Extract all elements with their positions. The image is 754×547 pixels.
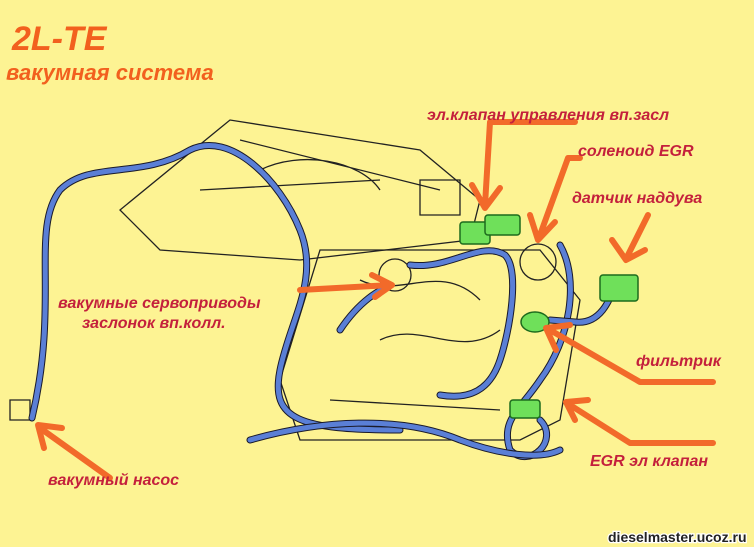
engine-outline [9,119,581,441]
diagram-title: 2L-TE [11,20,108,58]
diagram-subtitle: вакумная система [6,60,214,85]
label-servo-line2: заслонок вп.колл. [82,315,226,332]
watermark: dieselmaster.ucoz.ru [608,529,747,545]
boost-sensor [599,274,639,302]
label-filter: фильтрик [636,353,722,370]
pointer-arrows [35,119,716,481]
label-boost-sensor: датчик наддува [572,190,702,207]
label-throttle-valve: эл.клапан управления вп.засл [427,107,669,124]
egr-valve [509,399,541,419]
label-vacuum-pump: вакумный насос [48,472,179,489]
label-servo-line1: вакумные сервоприводы [58,295,261,312]
label-egr-valve: EGR эл клапан [590,453,708,470]
throttle-control-valve [459,214,521,245]
label-egr-solenoid: соленоид EGR [578,143,694,160]
filter [520,311,550,333]
